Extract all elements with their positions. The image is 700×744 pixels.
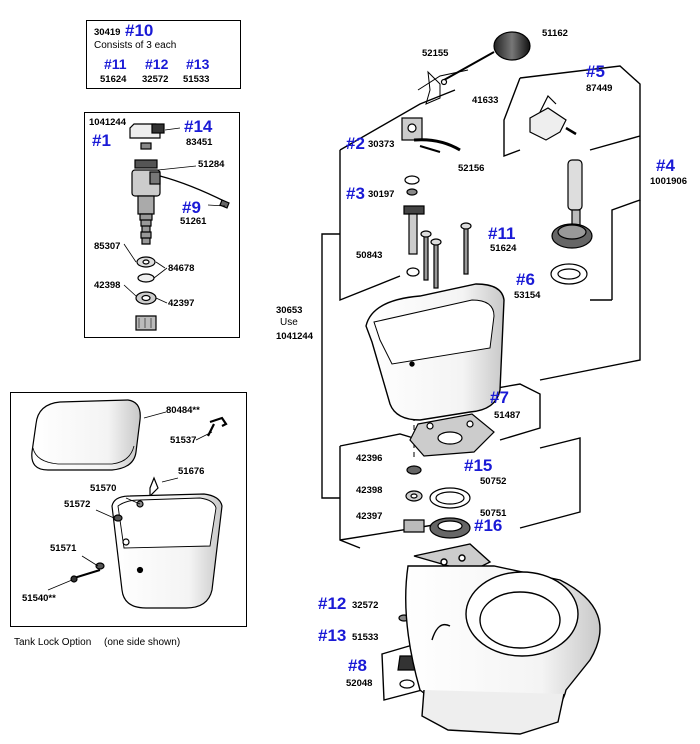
part-52048: 52048: [346, 678, 373, 689]
part-42398: 42398: [356, 485, 383, 496]
tank-lock-caption: Tank Lock Option: [14, 637, 92, 648]
bracket-frames: [321, 65, 641, 701]
ref-2: #2: [346, 134, 365, 153]
kit-item-ref: #12: [145, 56, 169, 72]
part-87449: 87449: [586, 83, 613, 94]
part-51537: 51537: [170, 435, 197, 446]
ref-13: #13: [318, 626, 347, 645]
part-84678: 84678: [168, 263, 195, 274]
part-51572: 51572: [64, 499, 91, 510]
kit-item-code: 51624: [100, 74, 127, 85]
fill-valve-code: 1041244: [89, 117, 126, 128]
part-41633: 41633: [472, 95, 499, 106]
ref-15: #15: [464, 456, 493, 475]
part-51487: 51487: [494, 410, 521, 421]
fill-valve-box: [84, 112, 240, 338]
tank-lock-box: [10, 392, 247, 627]
ref-16: #16: [474, 516, 503, 535]
part-51533: 51533: [352, 632, 379, 643]
part-51540: 51540**: [22, 593, 56, 604]
part-30653: 30653: [276, 305, 303, 316]
main-parts: [397, 31, 593, 689]
ref-3: #3: [346, 184, 365, 203]
ref-8: #8: [348, 656, 367, 675]
part-1001906: 1001906: [650, 176, 687, 187]
kit-item-ref: #13: [186, 56, 210, 72]
part-30373: 30373: [368, 139, 395, 150]
part-52156: 52156: [458, 163, 485, 174]
ref-7: #7: [490, 388, 509, 407]
part-51570: 51570: [90, 483, 117, 494]
use-label: Use: [280, 317, 298, 328]
kit-item-code: 32572: [142, 74, 169, 85]
kit-ref: #10: [125, 21, 154, 40]
part-1041244: 1041244: [276, 331, 313, 342]
part-52155: 52155: [422, 48, 449, 59]
ref-14: #14: [184, 117, 213, 136]
bowl-body: [405, 543, 601, 735]
kit-item-ref: #11: [104, 56, 127, 72]
tank-lock-caption-note: (one side shown): [104, 637, 181, 648]
ref-6: #6: [516, 270, 535, 289]
part-50751: 50751: [480, 508, 507, 519]
part-85307: 85307: [94, 241, 121, 252]
part-83451: 83451: [186, 137, 213, 148]
ref-11: #11: [488, 224, 516, 243]
part-51162: 51162: [542, 28, 568, 39]
part-51676: 51676: [178, 466, 205, 477]
part-30197: 30197: [368, 189, 395, 200]
part-51624: 51624: [490, 243, 517, 254]
ref-5: #5: [586, 62, 605, 81]
ref-9: #9: [182, 198, 201, 217]
part-50752: 50752: [480, 476, 507, 487]
part-42397: 42397: [168, 298, 195, 309]
part-51571: 51571: [50, 543, 77, 554]
kit-box: [86, 20, 241, 89]
kit-item-code: 51533: [183, 74, 210, 85]
tank-body: [365, 283, 505, 421]
tank-lock-assembly: [31, 399, 228, 609]
ref-12: #12: [318, 594, 347, 613]
fill-valve-ref: #1: [92, 131, 111, 150]
part-53154: 53154: [514, 290, 541, 301]
part-42397: 42397: [356, 511, 383, 522]
part-42398: 42398: [94, 280, 121, 291]
part-32572: 32572: [352, 600, 379, 611]
kit-code: 30419: [94, 27, 121, 38]
kit-desc: Consists of 3 each: [94, 40, 177, 51]
part-50843: 50843: [356, 250, 383, 261]
fill-valve-assembly: [123, 123, 230, 331]
part-80484: 80484**: [166, 405, 200, 416]
part-51284: 51284: [198, 159, 225, 170]
part-42396: 42396: [356, 453, 383, 464]
part-51261: 51261: [180, 216, 207, 227]
ref-4: #4: [656, 156, 675, 175]
